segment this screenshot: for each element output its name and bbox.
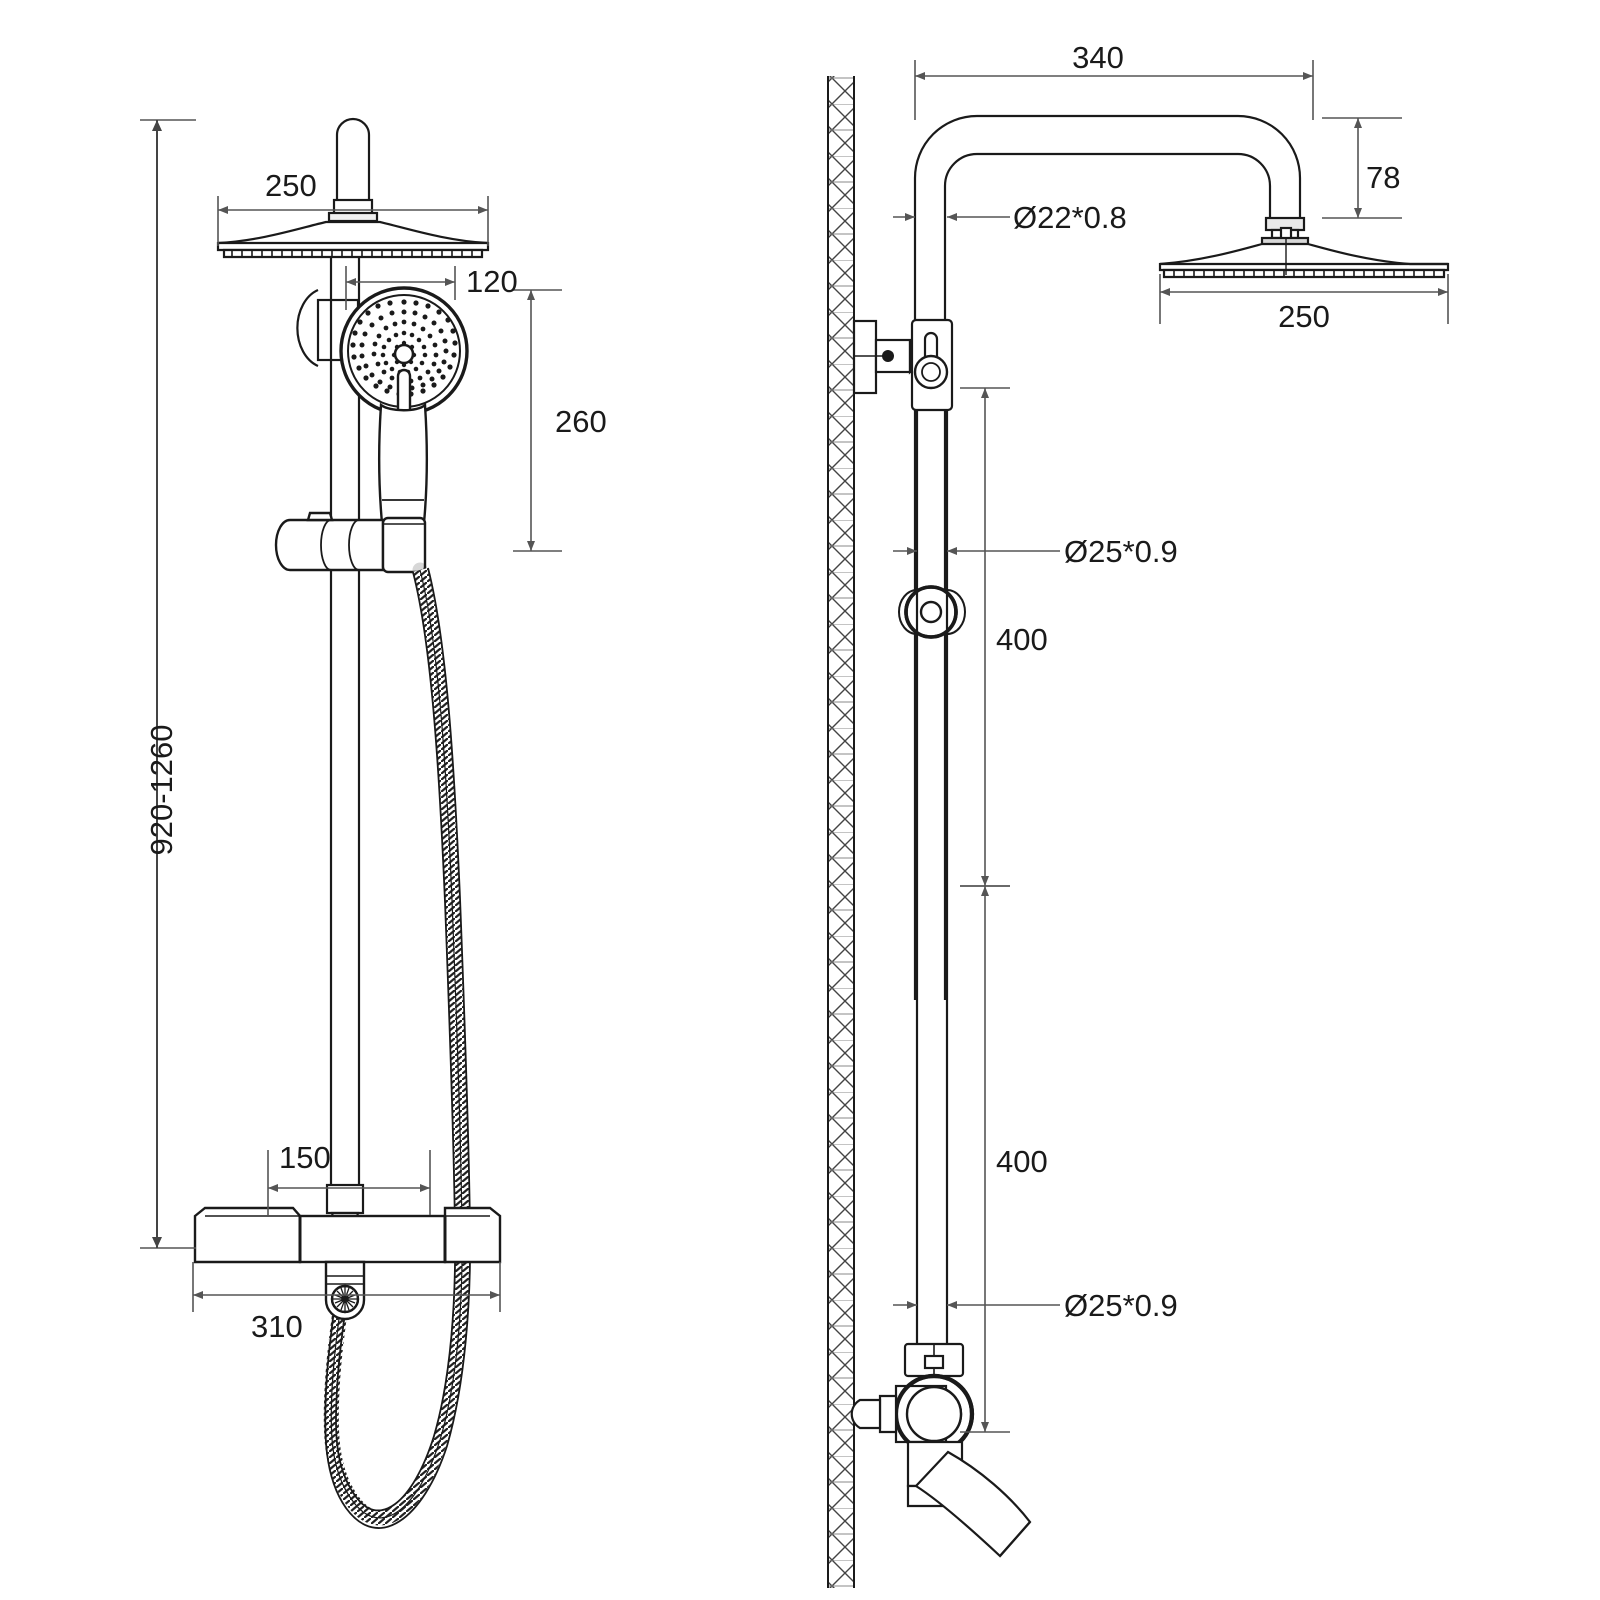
spray-nozzles	[350, 299, 458, 397]
dim-handshower-offset	[345, 266, 456, 310]
dim-label-overall-height: 920-1260	[144, 724, 179, 855]
dim-label-handshower-offset: 120	[466, 264, 518, 299]
dim-label-arm-projection: 340	[1072, 40, 1124, 75]
dim-label-riser-spec-lower: Ø25*0.9	[1064, 1288, 1178, 1323]
hand-shower-front	[339, 286, 469, 420]
wall-section	[827, 76, 855, 1588]
front-elevation-view: 250 120 260 920-1260 150 310	[140, 117, 607, 1529]
front-dimensions	[140, 119, 562, 1312]
dim-arm-drop	[1322, 117, 1402, 219]
dim-overhead-width-side	[1159, 274, 1449, 324]
overhead-arm-front	[327, 117, 379, 223]
dim-label-riser-center: 150	[279, 1140, 331, 1175]
dim-arm-projection	[914, 60, 1314, 120]
dim-label-bar-width: 310	[251, 1309, 303, 1344]
shower-hose-front	[323, 562, 472, 1529]
rail-slider-ring-side	[898, 585, 966, 639]
dim-label-arm-tube-spec: Ø22*0.8	[1013, 200, 1127, 235]
thermostatic-bar-mixer-front	[193, 1206, 502, 1264]
dim-label-arm-drop: 78	[1366, 160, 1400, 195]
dim-label-overhead-width: 250	[265, 168, 317, 203]
upper-diverter-block-side	[910, 318, 954, 412]
hand-shower-handle-front	[378, 402, 428, 525]
bottom-valve-side	[850, 1342, 1032, 1558]
dim-overhead-width	[217, 196, 489, 246]
riser-rail-side	[915, 410, 949, 1344]
side-dimensions	[893, 60, 1449, 1433]
dim-label-riser-spec-upper: Ø25*0.9	[1064, 534, 1178, 569]
dim-bar-width	[192, 1262, 501, 1312]
rail-slider-clamp-front	[274, 511, 427, 574]
dim-riser-center	[267, 1150, 431, 1215]
riser-rail-front	[329, 257, 361, 1208]
dim-overall-height	[140, 119, 196, 1249]
dim-handshower-drop	[513, 289, 562, 552]
arm-head-connector-side	[1260, 216, 1310, 247]
dim-label-riser-upper-span: 400	[996, 622, 1048, 657]
dim-riser-lower-span	[960, 885, 1010, 1433]
dim-label-handshower-drop: 260	[555, 404, 607, 439]
side-elevation-view: 340 78 Ø22*0.8 250 Ø25*0.9 400 400 Ø25*0…	[827, 40, 1450, 1588]
overhead-shower-head-side	[1158, 238, 1450, 279]
dim-label-riser-lower-span: 400	[996, 1144, 1048, 1179]
dim-label-overhead-width-side: 250	[1278, 299, 1330, 334]
overhead-shower-head-front	[216, 220, 490, 259]
diverter-outlet-front	[324, 1260, 366, 1321]
